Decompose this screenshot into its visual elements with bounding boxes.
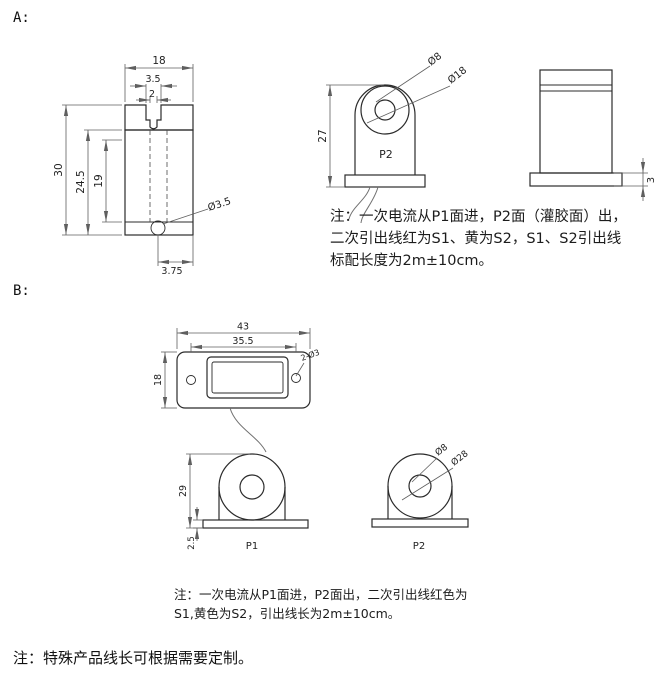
a-dim-hole-dia-label: Ø3.5 [206,195,232,214]
a-dim-hole-offset-label: 3.75 [161,266,182,277]
b-dim-width-label: 43 [237,322,249,333]
b-top-outer-outline [176,351,311,409]
a-dim-body-height-label: 24.5 [75,170,87,193]
note-a-line-1: 注：一次电流从P1面进，P2面（灌胶面）出， [330,209,627,225]
b-front-view-p1: P1 [202,453,309,552]
b-p2-dim-outer-dia: Ø28 [401,448,471,501]
footer-note: 注：特殊产品线长可根据需要定制。 [13,649,254,667]
b-p2-ring-outer [387,453,453,519]
a-front-dim-height: 30 [53,104,122,236]
a-dim-slot-inner-label: 2 [149,89,155,100]
b-dim-depth-label: 18 [153,374,164,386]
b-p1-ring-outer [218,453,286,521]
b-p1-ring-inner [239,474,265,500]
b-top-hole-right [291,373,301,383]
a-side-wire-1 [348,186,371,220]
b-top-hole-left [186,375,196,385]
a-front-mount-hole [150,220,166,236]
b-dim-hole-spacing-label: 35.5 [232,336,253,347]
a-dim-side-ring-dia-label: Ø18 [445,64,469,86]
a-side-dim-ring-dia: Ø18 [366,64,469,124]
note-a-line-2: 二次引出线红为S1、黄为S2，S1、S2引出线 [330,231,622,247]
b-top-dim-hole-spacing: 35.5 [190,336,297,352]
b-p1-base-plate [202,519,309,529]
a-front-dim-hole-offset: 3.75 [157,235,194,277]
a-front-dim-slot-inner: 2 [136,89,171,103]
a-side-base-plate [344,174,426,188]
b-dim-p1-height-label: 29 [178,485,189,497]
section-a-label: A: [13,10,30,26]
b-top-dim-width: 43 [176,322,311,349]
b-top-wire [229,407,267,453]
a-end-base-plate [529,172,623,187]
a-dim-height-label: 30 [53,163,65,176]
a-dim-side-height-label: 27 [317,129,329,142]
note-a: 注：一次电流从P1面进，P2面（灌胶面）出， 二次引出线红为S1、黄为S2，S1… [330,206,668,272]
b-dim-p2-inner-dia-label: Ø8 [433,442,450,459]
b-top-window-inner [211,361,284,394]
drawing-b-canvas: 43 35.5 18 2-Ø3 P1 [153,322,471,553]
b-top-dim-depth: 18 [153,351,177,409]
a-front-dim-body-height: 24.5 [75,129,122,235]
a-dim-slot-outer-label: 3.5 [145,74,160,85]
b-dim-p1-base-label: 2.5 [187,536,197,550]
a-front-dim-hole-dia: Ø3.5 [162,195,233,225]
b-p1-dim-base: 2.5 [187,507,203,550]
b-p2-base-plate [371,518,469,528]
a-side-wire-2 [360,186,379,224]
note-b: 注：一次电流从P1面进，P2面出，二次引出线红色为 S1,黄色为S2，引出线长为… [174,585,604,623]
b-p2-ring-inner [408,474,432,498]
b-top-view [176,351,311,453]
drawing-a-canvas: 18 3.5 2 30 24.5 [53,50,657,277]
a-dim-end-base-label: 3 [646,177,657,183]
b-top-dim-mount-holes: 2-Ø3 [295,347,321,377]
a-dim-width-label: 18 [152,55,165,67]
note-b-line-2: S1,黄色为S2，引出线长为2m±10cm。 [174,606,401,621]
b-front-view-p2: P2 [371,453,469,552]
b-p1-face-label: P1 [246,541,258,552]
note-b-line-1: 注：一次电流从P1面进，P2面出，二次引出线红色为 [174,587,468,602]
a-front-body-outline [124,129,194,236]
a-side-dim-height: 27 [317,84,384,188]
a-front-flange-outline [124,104,194,131]
a-front-view [124,104,194,236]
a-side-ring-outer [360,85,410,135]
a-end-view [529,69,623,187]
a-side-ring-inner [374,99,396,121]
a-side-dim-inner-dia: Ø8 [375,50,444,103]
a-dim-side-inner-dia-label: Ø8 [425,50,444,68]
b-dim-p2-outer-dia-label: Ø28 [449,448,471,468]
a-front-dim-width: 18 [124,55,194,102]
a-dim-inner-height-label: 19 [93,174,105,187]
a-end-dim-base: 3 [614,158,657,201]
section-b-label: B: [13,283,30,299]
a-side-body-outline [354,84,416,175]
a-front-dim-inner-height: 19 [93,139,122,223]
b-top-window-outer [206,356,289,399]
b-p2-dim-inner-dia: Ø8 [411,442,450,483]
note-a-line-3: 标配长度为2m±10cm。 [330,253,494,269]
b-p2-face-label: P2 [413,541,425,552]
a-side-face-label: P2 [379,148,393,161]
a-side-view: P2 [344,84,426,224]
